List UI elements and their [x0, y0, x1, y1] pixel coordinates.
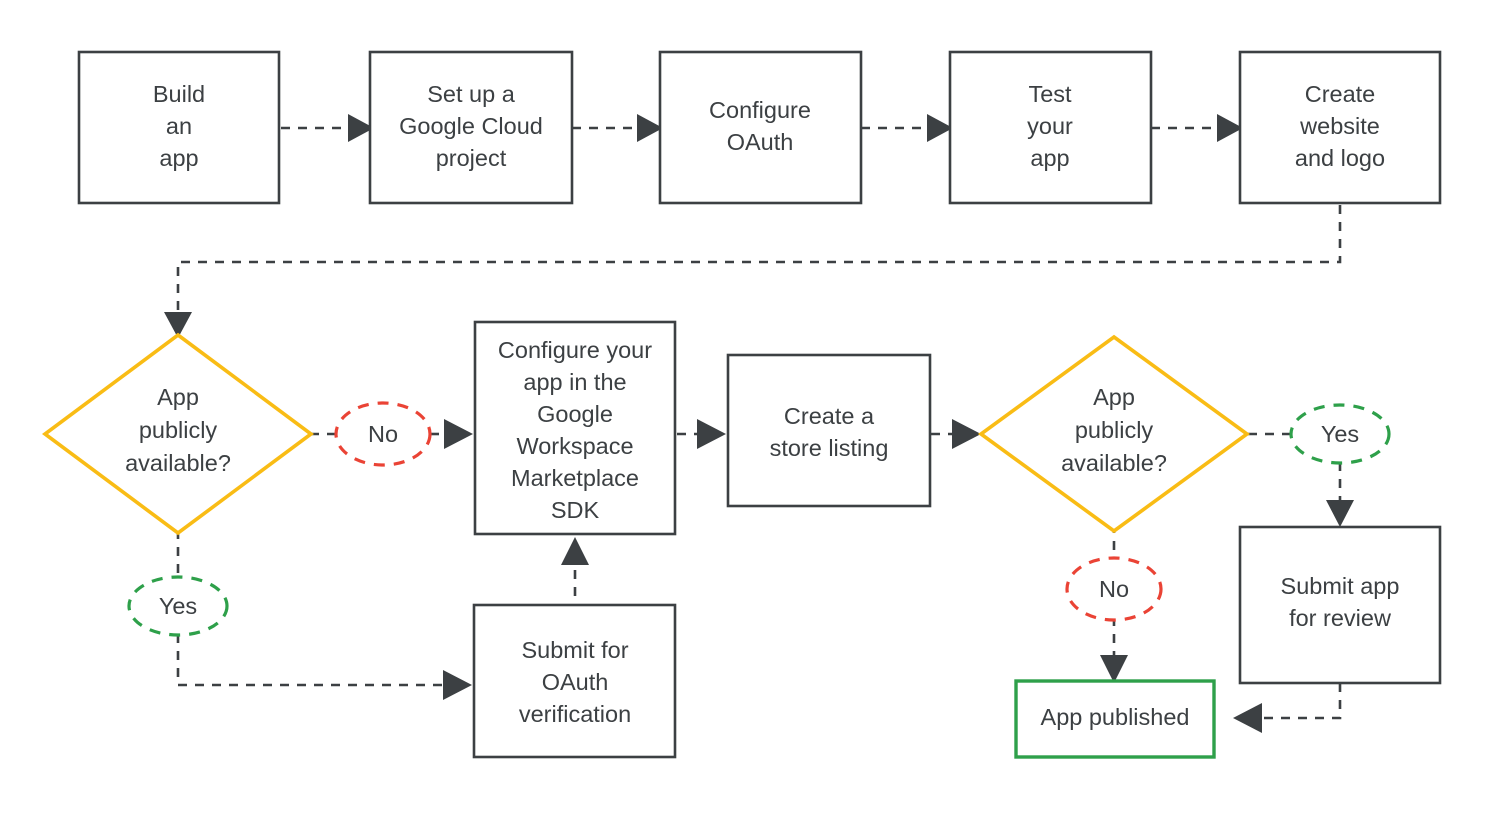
edge-label-yes-1-text: Yes — [159, 593, 197, 619]
node-configure-app-sdk[interactable]: Configure your app in the Google Workspa… — [473, 320, 677, 536]
node-create-store-listing-line-1: store listing — [770, 435, 889, 461]
edge-setup-to-oauth — [572, 114, 663, 142]
node-decision1-line-1: publicly — [139, 417, 218, 443]
edge-label-no-2-text: No — [1099, 576, 1129, 602]
edge-store-listing-to-decision2 — [931, 419, 981, 449]
node-submit-oauth-verification[interactable]: Submit for OAuth verification — [472, 603, 677, 759]
node-create-website-logo-line-1: website — [1299, 113, 1380, 139]
node-test-your-app-line-2: app — [1030, 145, 1069, 171]
node-configure-oauth-line-1: OAuth — [727, 129, 794, 155]
edge-website-to-decision1 — [164, 205, 1342, 338]
edge-submit-review-to-app-published — [1233, 683, 1342, 733]
node-set-up-gcp-project-line-0: Set up a — [427, 81, 515, 107]
node-decision2-line-1: publicly — [1075, 417, 1154, 443]
node-submit-app-for-review[interactable]: Submit app for review — [1238, 525, 1442, 685]
edge-label-no-2: No — [1065, 556, 1163, 622]
edge-oauth-to-test — [861, 114, 953, 142]
node-create-store-listing[interactable]: Create a store listing — [726, 353, 932, 508]
node-decision1-line-0: App — [157, 384, 199, 410]
node-submit-oauth-line-1: OAuth — [542, 669, 609, 695]
node-configure-oauth[interactable]: Configure OAuth — [658, 50, 863, 205]
node-decision1-line-2: available? — [125, 450, 231, 476]
edge-submit-oauth-to-configure-sdk — [561, 537, 589, 630]
node-build-an-app-line-0: Build — [153, 81, 205, 107]
node-decision-app-publicly-available-2[interactable]: App publicly available? — [977, 334, 1251, 534]
node-submit-oauth-line-0: Submit for — [521, 637, 628, 663]
node-configure-app-sdk-line-5: SDK — [551, 497, 600, 523]
node-submit-app-review-line-1: for review — [1289, 605, 1392, 631]
node-test-your-app-line-0: Test — [1028, 81, 1072, 107]
node-decision2-line-2: available? — [1061, 450, 1167, 476]
node-create-store-listing-line-0: Create a — [784, 403, 875, 429]
edge-no1-to-configure-sdk — [430, 419, 473, 449]
node-set-up-gcp-project-line-1: Google Cloud — [399, 113, 543, 139]
node-build-an-app[interactable]: Build an app — [77, 50, 281, 205]
node-configure-app-sdk-line-4: Marketplace — [511, 465, 639, 491]
node-app-published[interactable]: App published — [1014, 679, 1216, 759]
edge-label-yes-2-text: Yes — [1321, 421, 1359, 447]
node-submit-app-review-line-0: Submit app — [1281, 573, 1400, 599]
node-configure-app-sdk-line-1: app in the — [523, 369, 626, 395]
node-create-website-logo-line-0: Create — [1305, 81, 1376, 107]
node-create-website-logo-line-2: and logo — [1295, 145, 1385, 171]
node-test-your-app[interactable]: Test your app — [948, 50, 1153, 205]
edge-label-yes-2: Yes — [1289, 403, 1391, 465]
node-decision2-line-0: App — [1093, 384, 1135, 410]
node-app-published-label: App published — [1041, 704, 1190, 730]
node-configure-app-sdk-line-3: Workspace — [516, 433, 633, 459]
edge-label-no-1-text: No — [368, 421, 398, 447]
node-decision-app-publicly-available-1[interactable]: App publicly available? — [41, 332, 315, 536]
node-set-up-gcp-project-line-2: project — [436, 145, 507, 171]
node-set-up-gcp-project[interactable]: Set up a Google Cloud project — [368, 50, 574, 205]
edge-build-to-setup — [281, 114, 374, 142]
node-configure-app-sdk-line-0: Configure your — [498, 337, 652, 363]
node-test-your-app-line-1: your — [1027, 113, 1073, 139]
edge-label-no-1: No — [334, 401, 432, 467]
edge-label-yes-1: Yes — [127, 575, 229, 637]
node-configure-oauth-line-0: Configure — [709, 97, 811, 123]
node-configure-app-sdk-line-2: Google — [537, 401, 613, 427]
node-build-an-app-line-1: an — [166, 113, 192, 139]
edge-test-to-website — [1151, 114, 1243, 142]
edge-no2-to-app-published — [1100, 617, 1128, 683]
edge-configure-sdk-to-store-listing — [677, 419, 726, 449]
edge-yes1-to-submit-oauth — [176, 634, 472, 700]
node-build-an-app-line-2: app — [159, 145, 198, 171]
node-submit-oauth-line-2: verification — [519, 701, 631, 727]
edge-yes2-to-submit-review — [1326, 462, 1354, 527]
node-create-website-logo[interactable]: Create website and logo — [1238, 50, 1442, 205]
